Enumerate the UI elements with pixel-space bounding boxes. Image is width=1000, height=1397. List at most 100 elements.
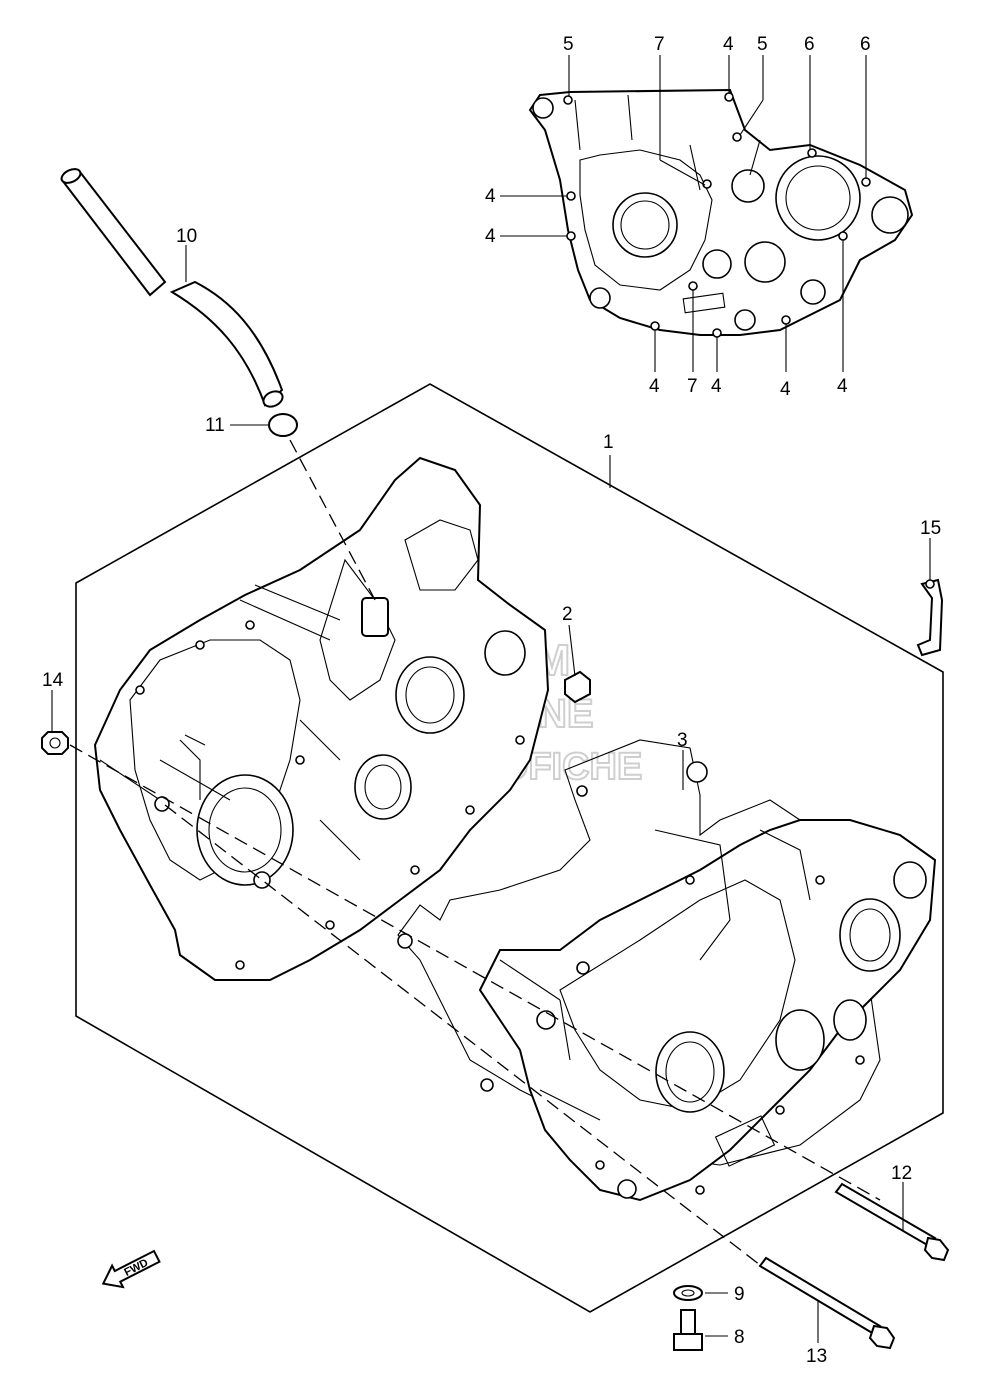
callout-13: 13 <box>806 1346 827 1367</box>
crank-bearing-inner <box>208 787 282 873</box>
bolt-hole <box>775 1105 785 1115</box>
callout-14: 14 <box>42 670 64 691</box>
leader-2 <box>568 624 576 677</box>
dowel-pin-2 <box>564 670 591 704</box>
callout-7a: 7 <box>654 34 665 55</box>
bolt-8-shank <box>680 1309 696 1335</box>
bracket-15 <box>916 578 944 657</box>
bolt-12 <box>834 1182 950 1262</box>
bolt-hole <box>195 640 205 650</box>
left-crank-inner <box>665 1041 715 1103</box>
left-half-outline <box>478 819 937 1202</box>
gasket-hole <box>686 761 708 783</box>
left-bearing-bore <box>612 192 678 258</box>
bolt-hole <box>732 132 742 142</box>
right-half-edge-detail <box>99 734 206 801</box>
left-top-hole <box>576 961 590 975</box>
left-half-block <box>714 1115 776 1167</box>
left-half-bolt-holes <box>595 875 865 1195</box>
bolt-13-shank <box>758 1256 882 1336</box>
bolt-hole <box>135 685 145 695</box>
right-half-bolt-holes <box>135 620 525 970</box>
upper-bolt-alignment-line <box>69 744 881 1201</box>
left-bearing-inner <box>620 200 670 250</box>
crank-bearing-bore <box>196 774 294 886</box>
upper-rib <box>404 519 479 591</box>
left-lower-bolt-hole <box>617 1179 637 1199</box>
bolt-hole <box>695 1185 705 1195</box>
bolt-hole <box>465 805 475 815</box>
bolt-hole <box>650 321 660 331</box>
callout-4g: 4 <box>837 376 848 397</box>
lower-mid-boss <box>734 309 756 331</box>
bolt-hole <box>566 231 576 241</box>
callout-4f: 4 <box>780 379 791 400</box>
bolt-hole <box>807 148 817 158</box>
leader-7a-tip <box>659 159 706 186</box>
bolt-hole <box>685 875 695 885</box>
bolt-hole <box>855 1055 865 1065</box>
bolt-hole <box>712 328 722 338</box>
breather-hose <box>60 168 284 408</box>
hose-clamp <box>268 413 298 437</box>
left-dowel-hole <box>536 1010 556 1030</box>
washer-9 <box>673 1285 703 1301</box>
left-side-boss <box>833 999 867 1041</box>
callout-11: 11 <box>205 415 225 436</box>
bolt-13 <box>758 1256 896 1350</box>
bolt-hole <box>410 865 420 875</box>
lower-bolt-hole <box>253 871 271 889</box>
leader-5b-tip <box>739 99 764 136</box>
gasket-hole <box>480 1078 494 1092</box>
inset-detail-lines <box>574 94 761 191</box>
right-half-outline <box>93 456 550 981</box>
bolt-hole <box>563 95 573 105</box>
right-boss-hole <box>871 196 909 234</box>
left-crank-chamber <box>559 879 796 1111</box>
bolt-12-shank <box>834 1182 937 1248</box>
breather-nipple-boss <box>361 597 389 637</box>
bolt-hole <box>781 315 791 325</box>
assembly-frame <box>75 383 944 1313</box>
lower-right-boss <box>800 279 826 305</box>
crank-chamber-outline <box>129 639 301 881</box>
callout-6b: 6 <box>860 34 871 55</box>
gasket-outline <box>397 739 881 1166</box>
bolt-hole <box>325 920 335 930</box>
fwd-arrow-shape <box>101 1249 161 1289</box>
crankcase-face-outline <box>528 88 914 336</box>
bolt-hole <box>515 735 525 745</box>
callout-3: 3 <box>677 730 688 751</box>
left-crank-bore <box>655 1031 725 1113</box>
lower-shaft-bore <box>354 754 412 820</box>
pump-boss <box>702 249 732 279</box>
callout-5a: 5 <box>563 34 574 55</box>
callout-2: 2 <box>562 604 573 625</box>
hose-upper-section <box>60 170 167 297</box>
left-half-detail-lines <box>499 829 811 1121</box>
washer-9-hole <box>681 1289 695 1297</box>
bolt-hole <box>235 960 245 970</box>
right-crankcase-half <box>93 456 550 981</box>
main-bearing-bore <box>775 155 861 241</box>
right-half-detail-lines <box>159 584 361 861</box>
upper-left-boss <box>532 97 554 119</box>
gasket-hole <box>397 933 413 949</box>
left-upper-bore <box>839 898 901 972</box>
hose-upper-end <box>60 168 82 184</box>
callout-9: 9 <box>734 1284 745 1305</box>
lower-bearing-bore <box>744 241 786 283</box>
bolt-hole <box>861 177 871 187</box>
bolt-hole <box>724 92 734 102</box>
bolt-hole <box>688 281 698 291</box>
bolt-hole <box>566 191 576 201</box>
bolt-hole <box>838 231 848 241</box>
lower-shaft-inner <box>364 764 402 810</box>
bolt-12-head <box>923 1236 950 1262</box>
left-rear-boss <box>893 861 927 899</box>
gasket-hole <box>576 785 588 797</box>
bolt-hole <box>595 1160 605 1170</box>
callout-4d: 4 <box>649 376 660 397</box>
